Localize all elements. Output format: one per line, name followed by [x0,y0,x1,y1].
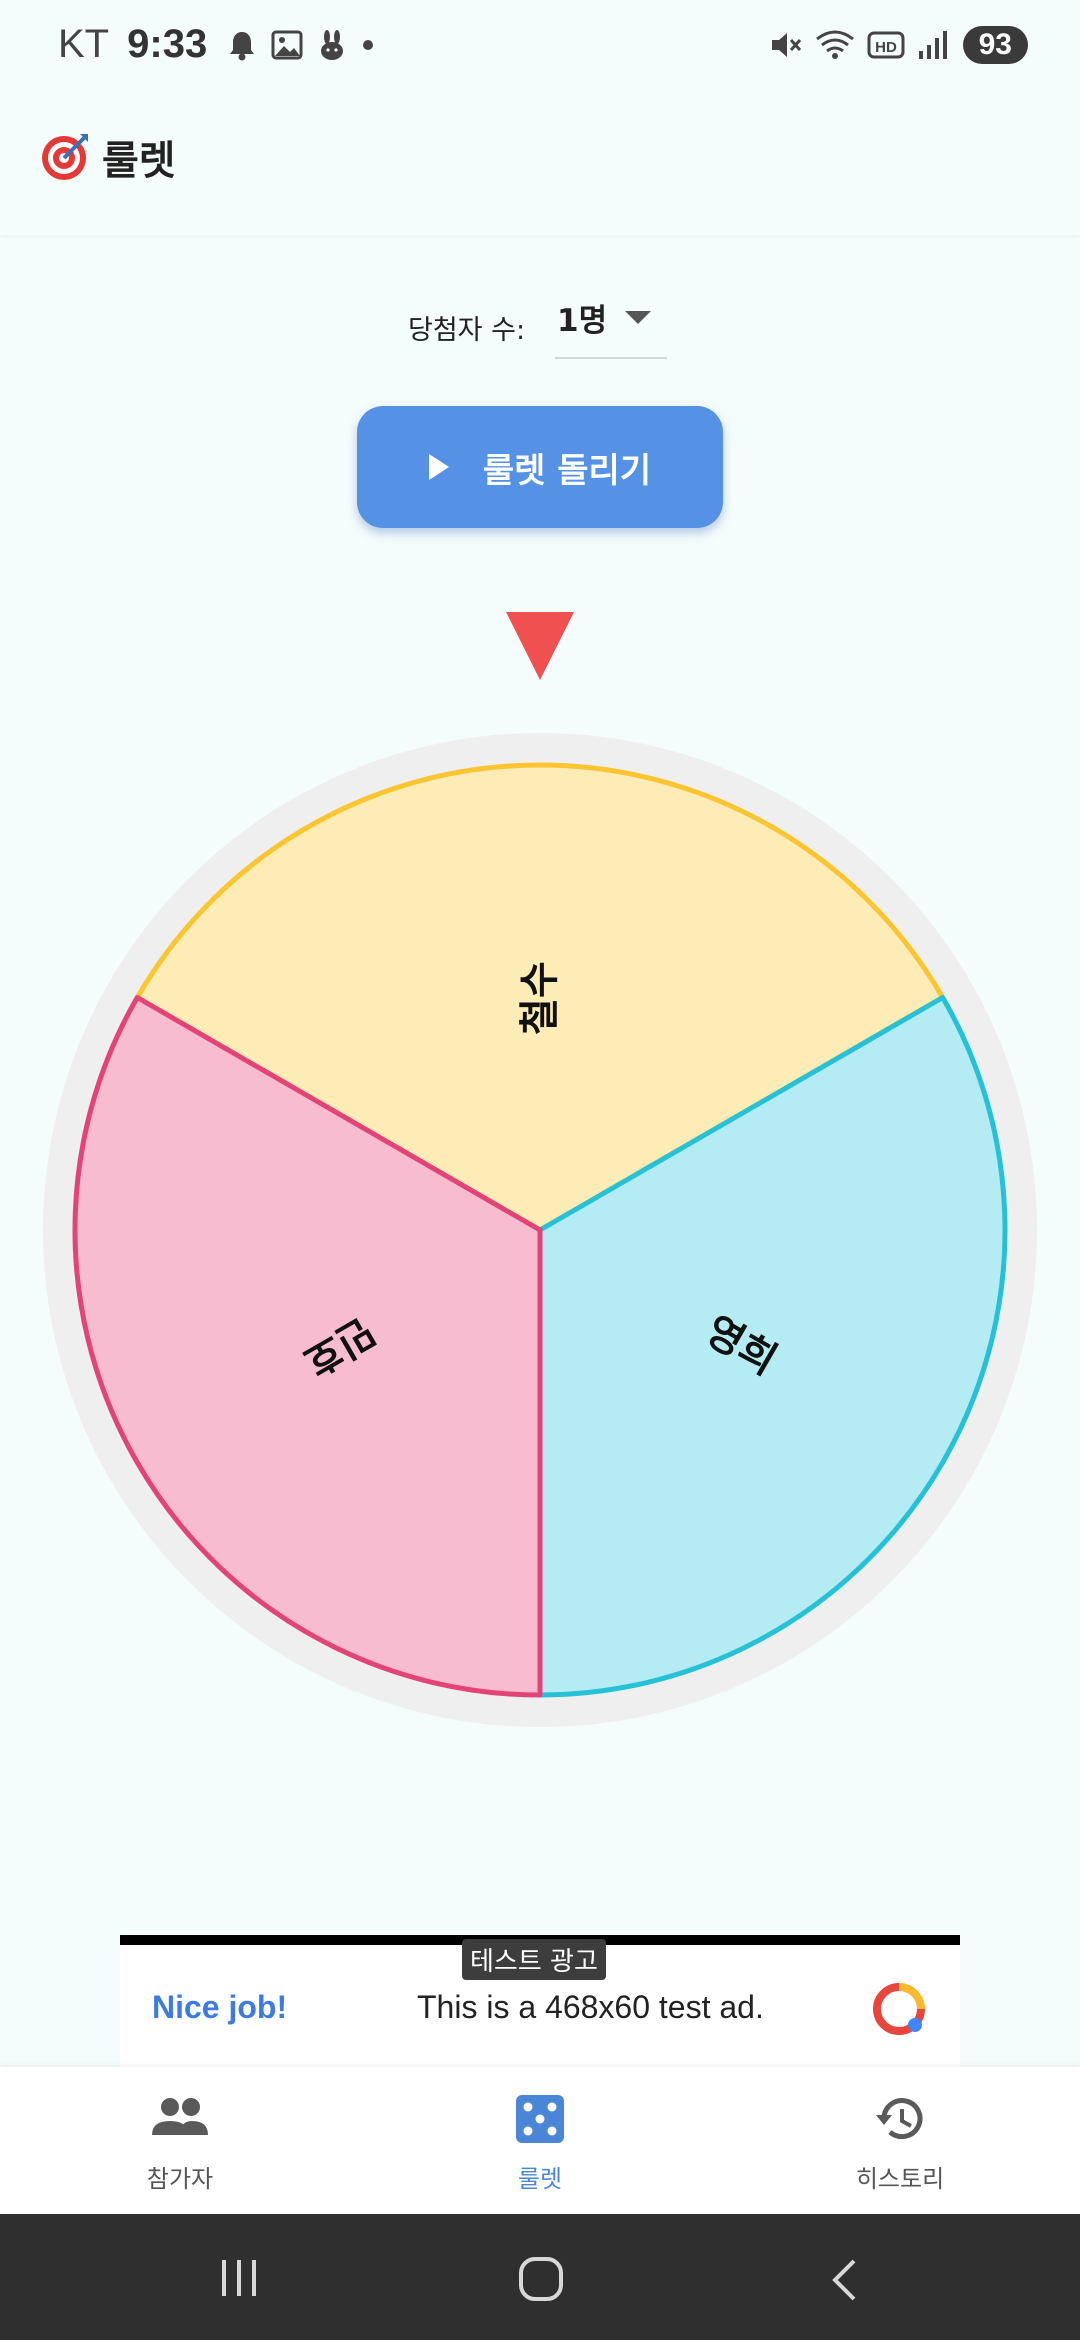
rabbit-icon [321,29,344,60]
hd-icon: HD [867,31,905,59]
home-icon[interactable] [518,2256,564,2302]
dot-icon [363,39,374,50]
chevron-down-icon [625,311,652,324]
battery-indicator: 93 [962,26,1028,64]
wifi-icon [815,30,854,59]
page-title: 룰렛 [102,138,176,184]
nav-participants[interactable]: 참가자 [80,2067,280,2214]
nav-history[interactable]: 히스토리 [800,2067,1000,2214]
wheel-segment [537,995,1008,1698]
ad-logo-icon [873,1983,925,2035]
spin-roulette-button[interactable]: 룰렛 돌리기 [357,406,723,528]
status-left: KT 9:33 [58,22,389,67]
bell-icon [230,31,255,60]
status-right: HD 93 [769,26,1028,64]
dice-icon [516,2095,564,2143]
notification-icons [227,29,389,61]
image-icon [271,30,303,59]
app-bar: 룰렛 [0,100,1080,235]
people-icon [152,2098,208,2135]
wheel-segment [72,995,543,1698]
carrier-label: KT [58,22,110,66]
history-icon [876,2098,923,2140]
ad-banner[interactable]: 테스트 광고 Nice job! This is a 468x60 test a… [120,1935,960,2087]
nav-label-participants: 참가자 [146,2165,214,2193]
svg-text:HD: HD [875,39,897,56]
clock: 9:33 [127,22,208,66]
spin-button-label: 룰렛 돌리기 [482,450,652,491]
ad-tag: 테스트 광고 [462,1939,606,1980]
nav-label-history: 히스토리 [855,2165,945,2193]
winner-count-dropdown[interactable]: 1명 [555,295,668,359]
mute-icon [771,33,801,57]
nav-roulette[interactable]: 룰렛 [440,2067,640,2214]
winner-count-value: 1명 [557,303,608,339]
ad-headline: Nice job! [152,1989,288,2025]
recent-apps-icon[interactable] [216,2258,262,2298]
bottom-navigation: 참가자 룰렛 히스토리 [0,2067,1080,2214]
signal-icon [918,31,947,59]
system-navigation-bar [0,2214,1080,2340]
play-icon [428,454,449,480]
wheel-segment [134,762,946,1233]
winner-count-label: 당첨자 수: [408,314,526,346]
status-bar: KT 9:33 HD 93 [0,0,1080,100]
ad-body: This is a 468x60 test ad. [417,1989,764,2025]
winner-count-row: 당첨자 수: 1명 [408,295,668,359]
target-icon [42,134,88,180]
wheel-pointer [506,612,574,680]
nav-label-roulette: 룰렛 [517,2165,563,2193]
wheel-segment-label: 철수 [517,961,563,1035]
back-icon[interactable] [826,2258,862,2302]
